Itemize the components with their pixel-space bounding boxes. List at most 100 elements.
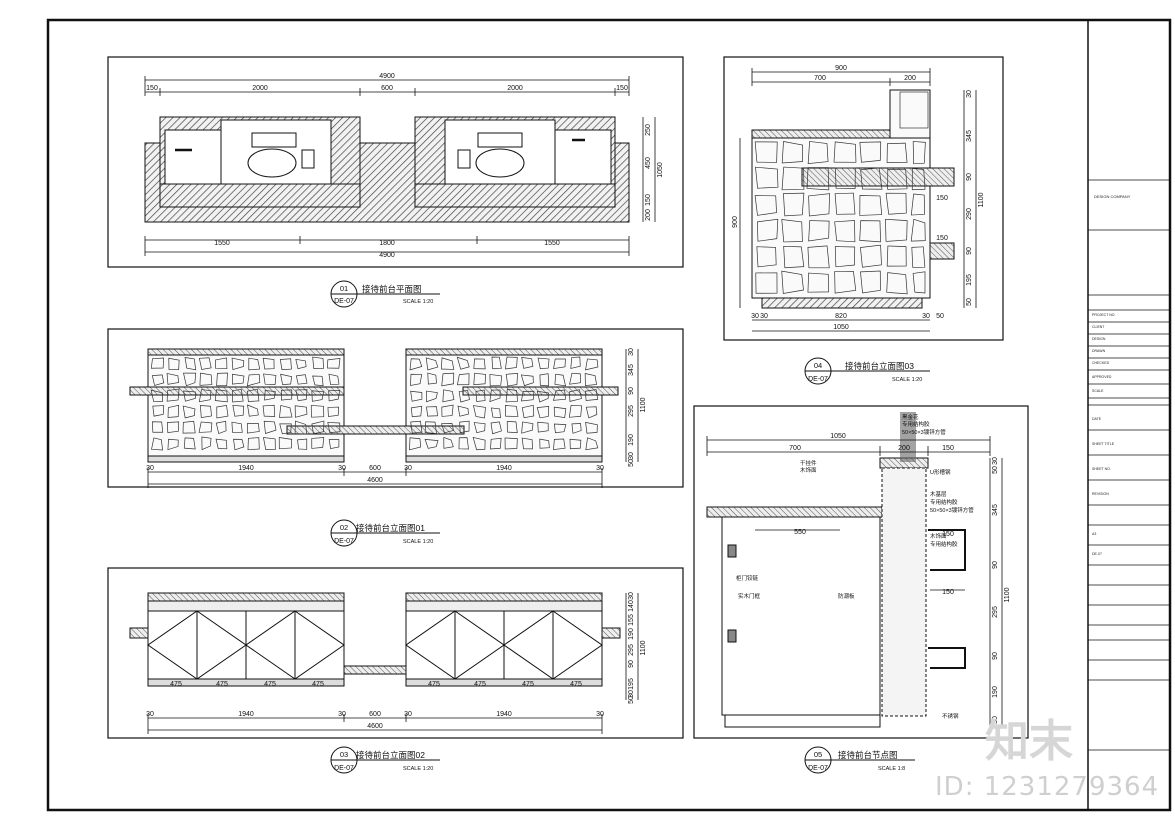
dim-02-right-4: 1100	[640, 397, 647, 412]
stone-tile	[424, 421, 437, 435]
title-block-frame	[1087, 19, 1171, 811]
dim-04-right-7: 50	[966, 298, 973, 306]
stone-tile	[280, 373, 293, 386]
dim-01-top-1: 2000	[252, 85, 268, 92]
dim-03-panel-1: 475	[216, 681, 228, 688]
stone-tile	[834, 246, 856, 268]
stone-tile	[151, 374, 165, 386]
title-block-row: SCALE	[1092, 389, 1104, 393]
dim-01-right-4: 200	[645, 209, 652, 221]
dim-03-bottom-4: 30	[404, 711, 412, 718]
drawing-04-sheet: DE-07	[808, 376, 828, 383]
stone-tile	[885, 192, 907, 215]
title-block-row: PROJECT NO.	[1092, 313, 1115, 317]
dim-04-right-5: 90	[966, 247, 973, 255]
stone-tile	[807, 141, 829, 165]
stone-tile	[585, 389, 599, 401]
stone-tile	[490, 421, 502, 435]
dim-01-bottom-2: 1550	[544, 240, 560, 247]
stone-tile	[886, 272, 908, 295]
stone-tile	[247, 437, 260, 451]
stone-tile	[327, 406, 339, 417]
frame-05	[693, 405, 1029, 739]
dim-03-bottom-2: 30	[338, 711, 346, 718]
stone-tile	[278, 437, 293, 450]
title-block-row: DE-07	[1092, 552, 1102, 556]
callout-label: 防潮板	[838, 592, 855, 600]
dim-01-top-total: 4900	[379, 73, 395, 80]
stone-tile	[297, 438, 308, 450]
stone-tile	[781, 166, 805, 191]
stone-tile	[553, 406, 567, 418]
title-block-row: DRAWN	[1092, 349, 1106, 353]
dim-03-right-8: 30	[628, 690, 635, 698]
stone-tile	[475, 389, 486, 402]
stone-tile	[912, 141, 926, 165]
stone-tile	[537, 357, 550, 369]
stone-tile	[834, 220, 856, 243]
stone-tile	[231, 373, 245, 385]
dim-04-right-4: 1100	[978, 192, 985, 207]
callout-label: 木基层	[930, 490, 947, 498]
stone-tile	[246, 374, 261, 387]
dim-03-bottom-1: 1940	[238, 711, 254, 718]
stone-tile	[571, 423, 582, 434]
stone-tile	[167, 404, 180, 418]
dim-05-right-8: 50	[992, 716, 999, 724]
drawing-03-title: 接待前台立面图02	[356, 750, 425, 760]
drawing-titles: 01 DE-07 接待前台平面图 SCALE 1:20 02 DE-07 接待前…	[330, 280, 930, 774]
stone-tile	[505, 388, 519, 403]
dim-03-panel-7: 475	[570, 681, 582, 688]
stone-tile	[279, 404, 293, 418]
stone-tile	[756, 218, 779, 242]
stone-tile	[781, 141, 803, 164]
stone-tile	[833, 141, 857, 163]
dim-01-bottom-0: 1550	[214, 240, 230, 247]
stone-tile	[886, 245, 907, 267]
dim-04-bottom-2: 820	[835, 313, 847, 320]
callout-label: 柜门铰链	[736, 574, 759, 582]
stone-tile	[410, 373, 423, 386]
stone-tile	[568, 405, 583, 418]
dim-01-right-3: 150	[645, 194, 652, 206]
title-block-company: DESIGN COMPANY	[1094, 194, 1131, 199]
dim-05-right-3: 90	[992, 561, 999, 569]
dim-05-top-2: 150	[942, 445, 954, 452]
stone-tile	[216, 372, 228, 387]
stone-tile	[885, 218, 908, 242]
stone-tile	[539, 373, 549, 387]
title-badge-04: 04 DE-07 接待前台立面图03 SCALE 1:20	[804, 357, 930, 385]
dim-04-top-total: 900	[835, 65, 847, 72]
stone-tile	[860, 270, 881, 294]
stone-tile	[215, 357, 228, 370]
drawing-05-scale: SCALE 1:8	[878, 766, 905, 772]
stone-tile	[458, 390, 470, 403]
stone-tile	[781, 219, 803, 243]
stone-tile	[214, 389, 228, 403]
stone-tile	[182, 405, 196, 419]
stone-tile	[410, 420, 423, 434]
dim-02-right-0: 30	[628, 348, 635, 356]
dim-05-right-6: 90	[992, 652, 999, 660]
stone-tile	[755, 272, 778, 294]
stone-tile	[490, 407, 501, 419]
stone-tile	[912, 271, 926, 294]
drawing-05-sheet: DE-07	[808, 765, 828, 772]
callout-label: 木饰面	[930, 532, 947, 540]
stone-tile	[754, 195, 777, 216]
stone-tile	[569, 389, 582, 402]
drawing-04-scale: SCALE 1:20	[892, 377, 922, 383]
dim-01-bottom-1: 1800	[379, 240, 395, 247]
stone-tile	[491, 356, 502, 370]
stone-tile	[327, 422, 341, 433]
stone-tile	[198, 357, 212, 370]
drawing-02-sheet: DE-07	[334, 538, 354, 545]
dim-01-right-2: 1050	[657, 162, 664, 178]
stone-tile	[834, 192, 856, 215]
dim-03-bottom-6: 30	[596, 711, 604, 718]
stone-tile	[473, 358, 486, 370]
watermark-logo: 知末	[985, 716, 1073, 767]
stone-tile	[425, 357, 439, 371]
stone-tile	[783, 192, 805, 217]
